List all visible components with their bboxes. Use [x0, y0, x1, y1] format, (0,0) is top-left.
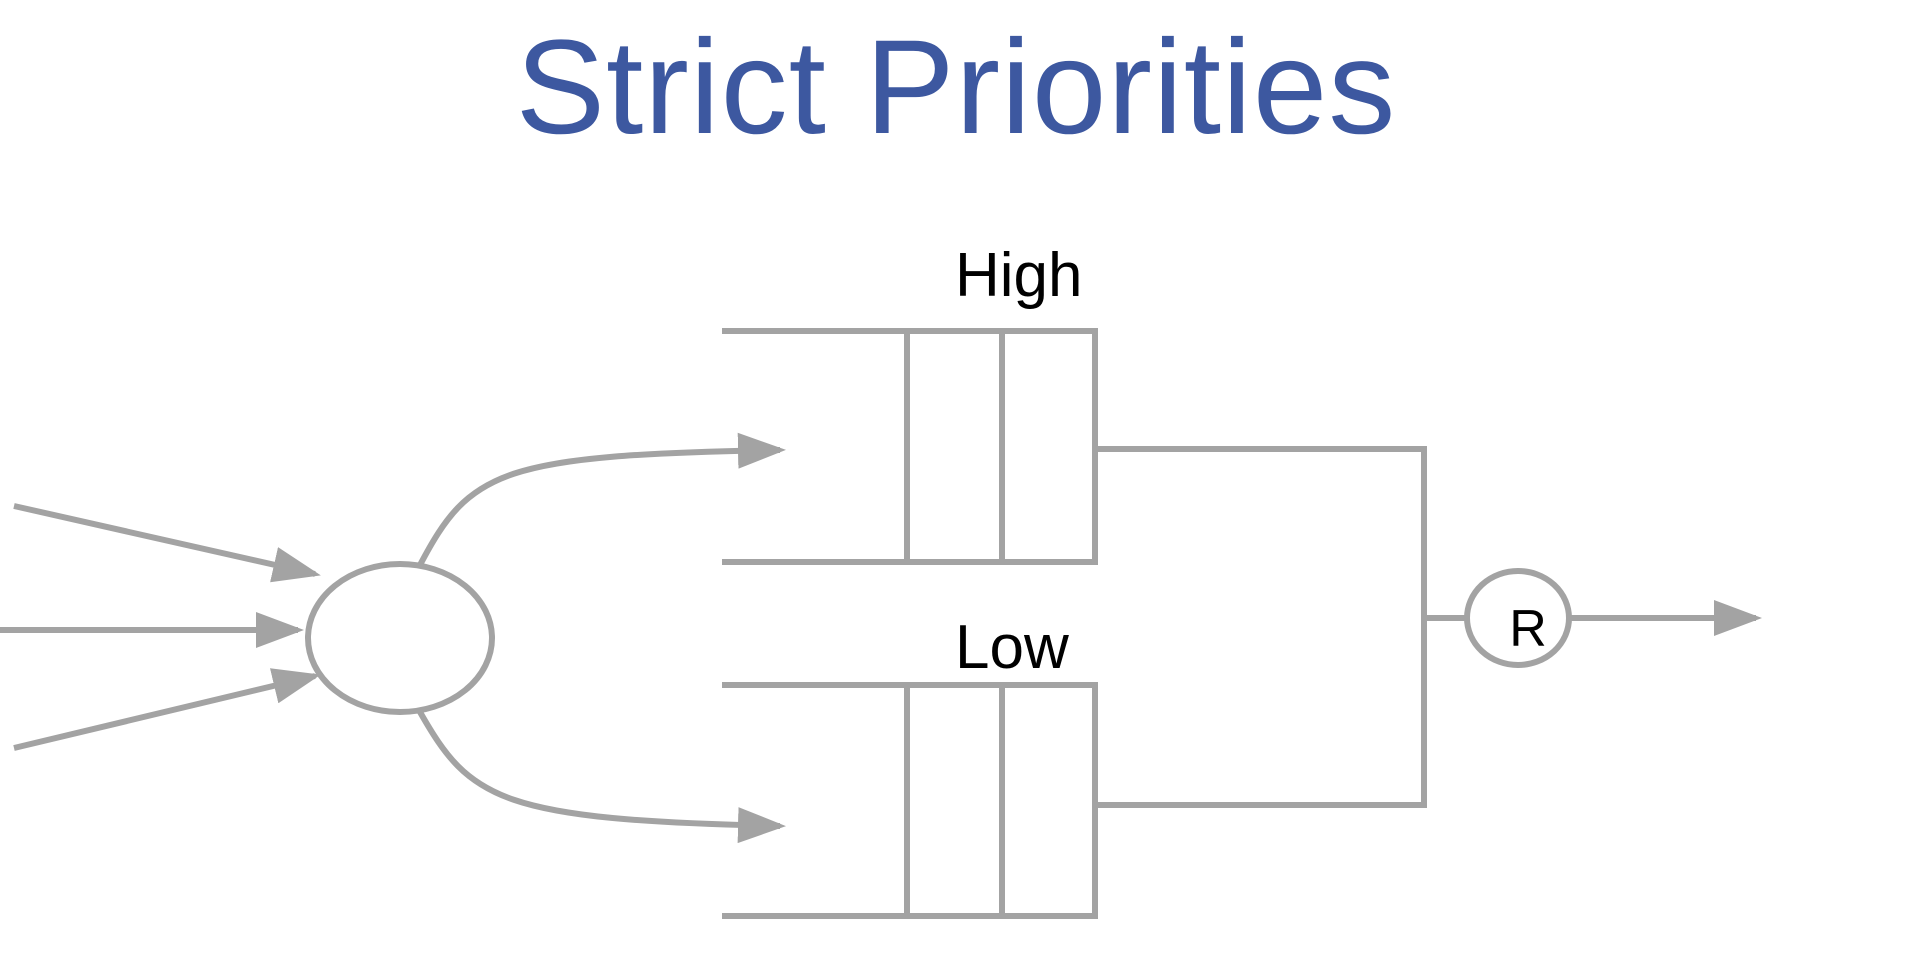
high-queue-output-line: [1095, 446, 1427, 808]
high-priority-queue: [722, 328, 1098, 565]
high-queue-label: High: [955, 241, 1083, 310]
scheduler-label: R: [1509, 600, 1547, 658]
input-flow-arrow-1: [13, 503, 321, 583]
classifier-to-low-arrow: [417, 710, 786, 844]
classifier-node: [305, 561, 495, 715]
low-queue-label: Low: [955, 613, 1069, 682]
slide-title: Strict Priorities: [515, 13, 1397, 162]
low-priority-queue: [722, 682, 1098, 919]
input-flow-arrow-3: [13, 668, 321, 751]
classifier-to-high-arrow: [417, 432, 786, 567]
